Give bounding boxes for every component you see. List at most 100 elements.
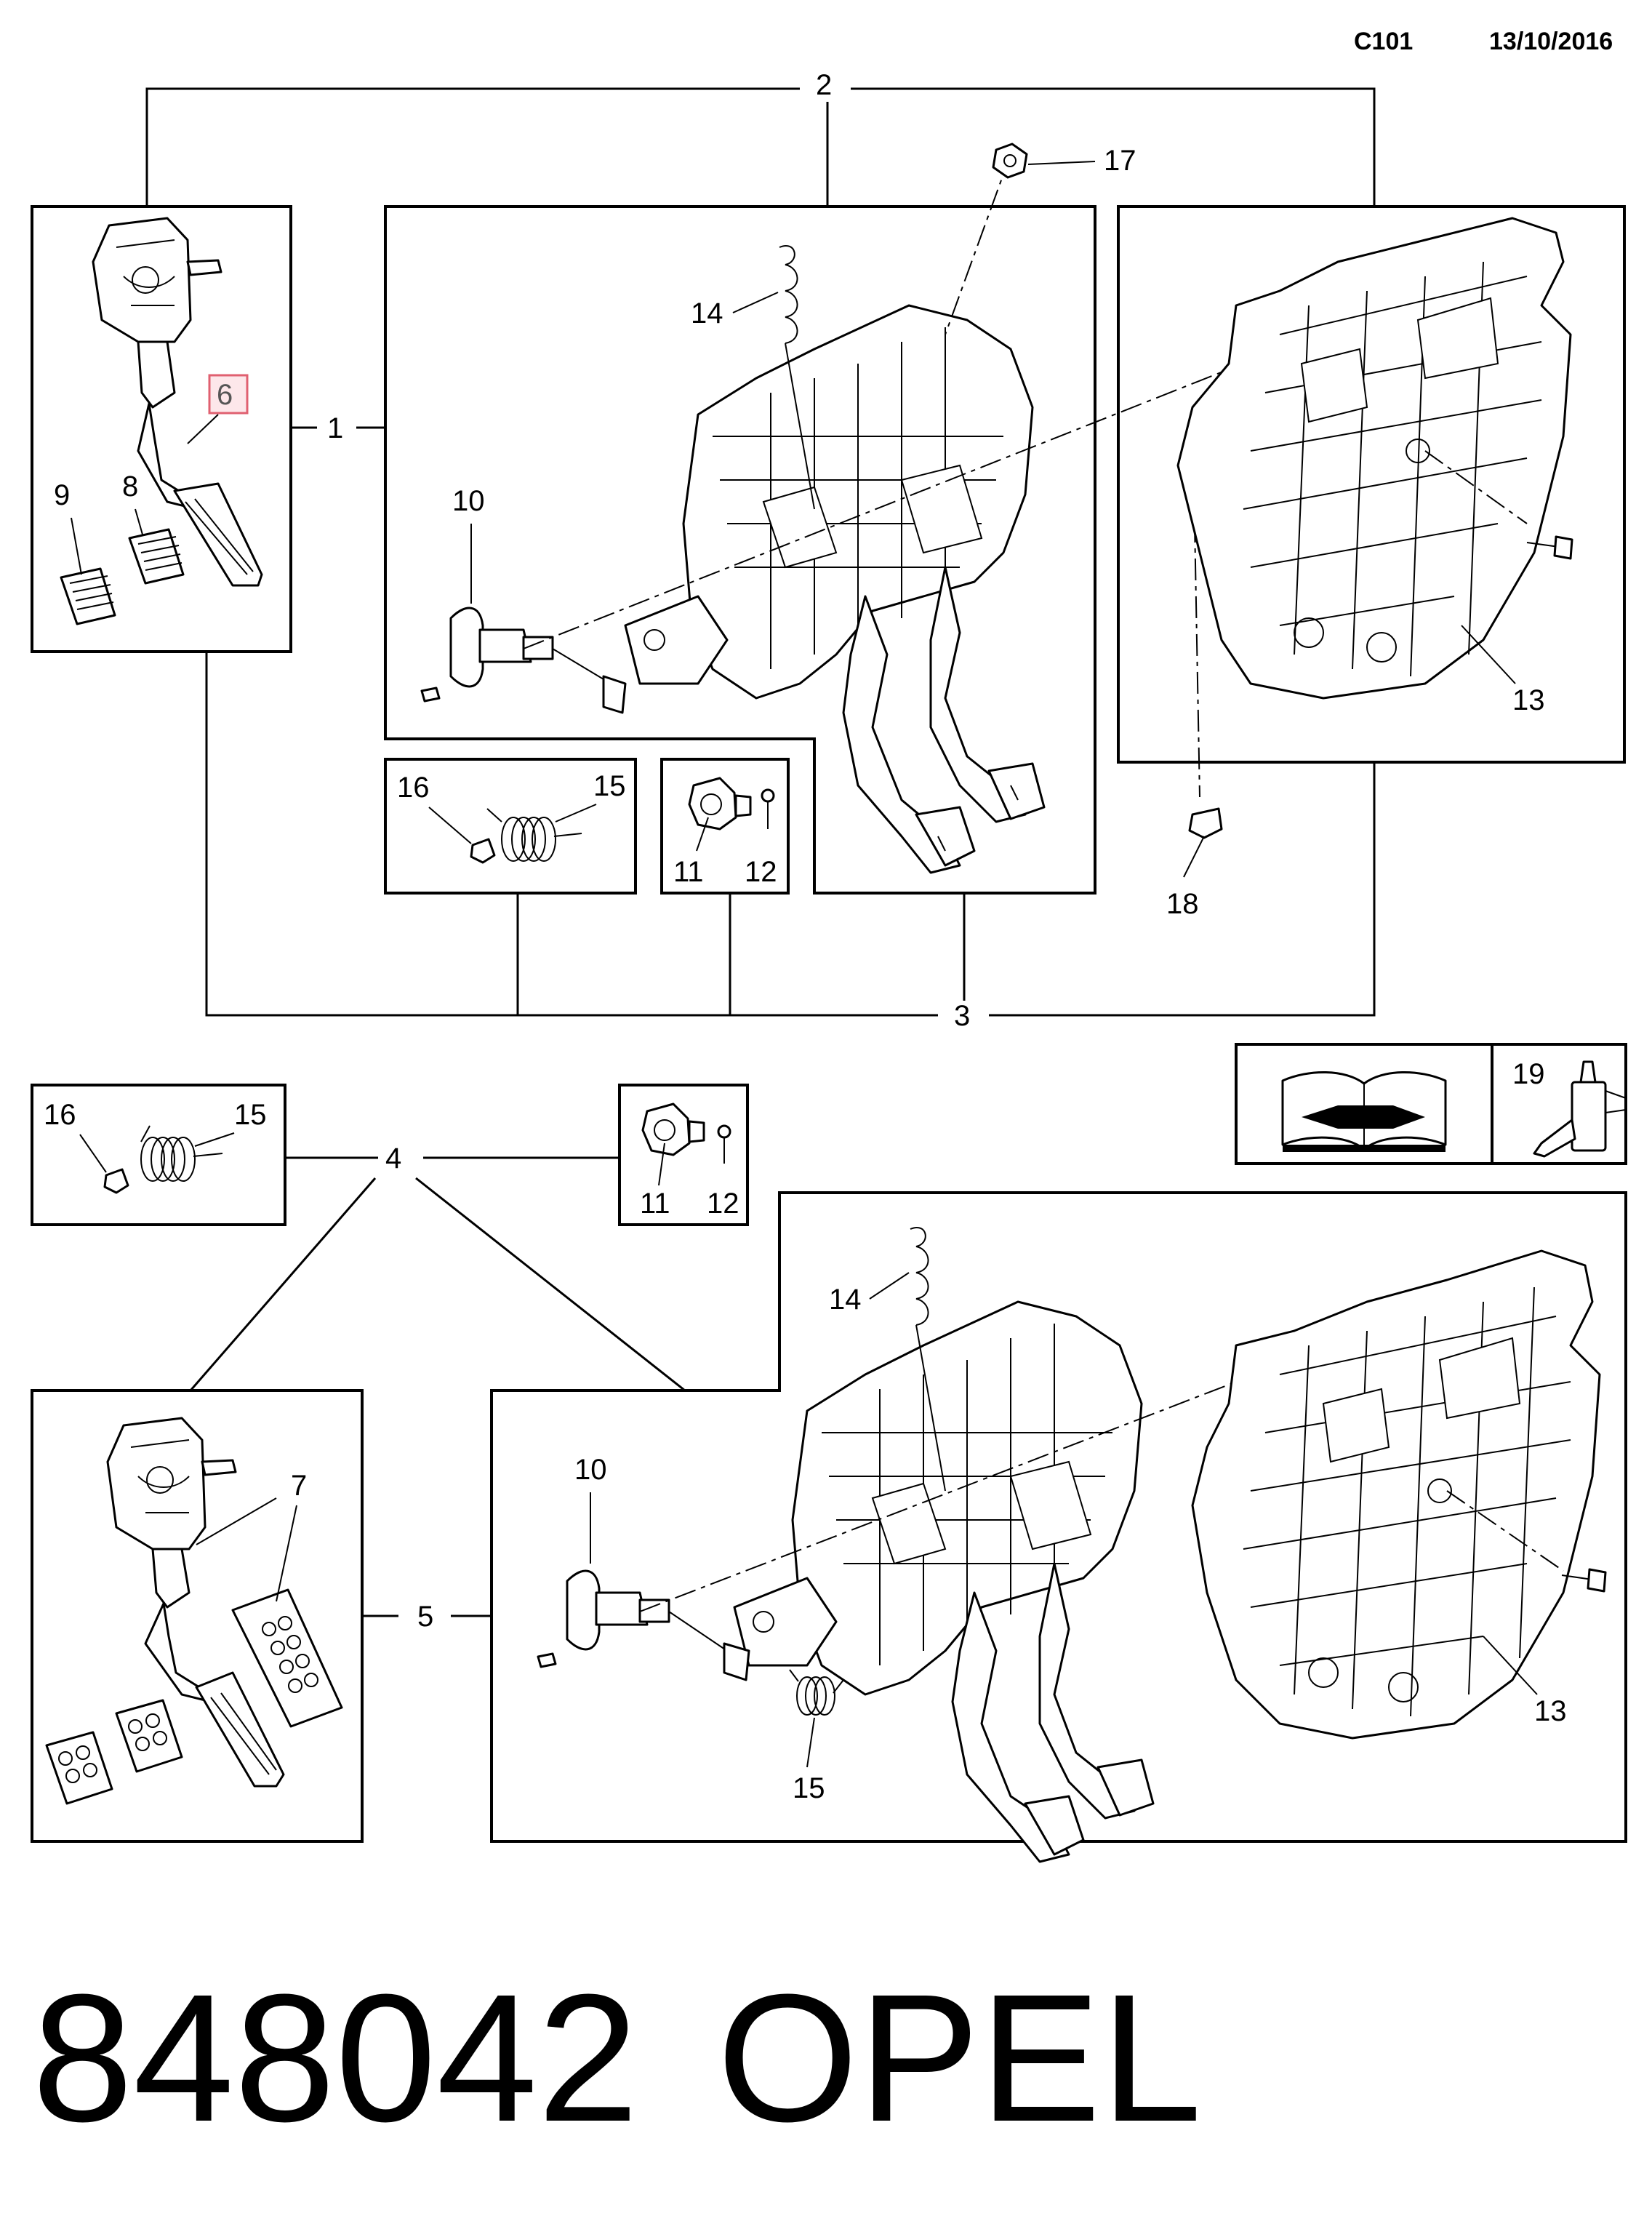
leader-18 [1183,836,1205,878]
bracket-4-down-right [415,1177,686,1392]
pedal-bracket-assembly-lower [733,1300,1155,1863]
callout-16-upper: 16 [397,772,430,804]
brake-pedal-pad-lower [231,1588,343,1728]
callout-2: 2 [816,69,832,101]
callout-16-lower: 16 [44,1099,76,1131]
leader-16-upper [428,807,472,844]
box-pedal-cover-upper [1117,205,1626,764]
callout-10-lower: 10 [574,1454,607,1486]
clip-16-lower [103,1168,129,1194]
leader-13-upper [1461,625,1516,684]
return-spring-15-lower [140,1125,223,1182]
callout-15-lower: 15 [234,1099,267,1131]
return-spring-lower [910,1227,946,1492]
screw-lower [1561,1568,1607,1593]
box-notes-panel [1235,1043,1627,1165]
leader-15-upper [555,804,597,823]
clutch-pedal-pad-lower [45,1699,183,1805]
pedal-bracket-assembly-upper [624,304,1046,874]
nut-17 [992,143,1028,179]
callout-14-upper: 14 [691,297,723,329]
accelerator-pedal-lower [106,1417,285,1788]
leader-9 [71,517,82,575]
screw-12-upper [761,788,775,829]
bracket-2-left [145,87,800,207]
stop-light-switch-lower [641,1103,705,1156]
box-accelerator-pedal-upper [31,205,292,653]
callout-5: 5 [417,1601,433,1633]
leader-14-lower [869,1272,910,1300]
callout-10-upper: 10 [452,485,485,517]
callout-8: 8 [122,471,138,503]
leader-17 [1027,161,1096,165]
box-spring-kit-lower [31,1084,286,1226]
box-switch-kit-upper [660,758,790,895]
adhesive-tube-icon [1533,1060,1627,1158]
leader-11-upper [696,817,709,852]
clip-axis-upper [1192,407,1200,798]
callout-7: 7 [291,1470,307,1502]
leader-16-lower [79,1134,107,1173]
clip-18 [1188,807,1223,839]
callout-1: 1 [327,412,343,444]
stop-light-switch-upper [688,777,752,831]
callout-17: 17 [1104,145,1136,177]
callout-13-lower: 13 [1534,1695,1567,1727]
return-spring-15-lower-main [789,1669,844,1716]
bracket-4-down-left [189,1177,377,1391]
diagram-code: C101 [1354,28,1413,55]
clutch-master-cylinder-upper [420,607,627,714]
callout-11-lower: 11 [640,1188,670,1220]
diagram-date: 13/10/2016 [1489,28,1613,55]
screw-upper [1526,535,1573,560]
leader-14-upper [732,292,779,313]
callout-6-highlight-box [208,374,249,415]
pedal-box-cover-lower [1191,1249,1601,1740]
brake-pedal-pad-upper [128,528,185,585]
callout-14-lower: 14 [829,1284,862,1316]
assembly-axis-upper [523,348,1280,649]
return-spring-15-upper [486,808,582,862]
pedal-box-cover-upper [1176,217,1572,700]
nut-axis-upper [945,153,1011,335]
callout-3: 3 [954,1000,970,1032]
callout-9: 9 [54,479,70,511]
leader-13-lower [1483,1636,1538,1695]
screw-axis-upper [1424,450,1528,524]
screw-axis-lower [1446,1490,1564,1572]
callout-4: 4 [385,1142,401,1174]
callout-12-lower: 12 [707,1188,739,1220]
part-number: 848042 [32,1956,638,2159]
box-pedal-bracket-upper [384,205,1096,895]
callout-6: 6 [217,379,233,411]
box-switch-kit-lower [618,1084,749,1226]
screw-12-lower [717,1124,731,1164]
workshop-manual-icon [1281,1071,1447,1152]
callout-12-upper: 12 [745,856,777,888]
return-spring-upper [779,245,815,510]
callout-15-lower-main: 15 [793,1772,825,1804]
bracket-3-right [989,762,1376,1017]
leader-11-lower [658,1142,665,1186]
leader-7-pad [276,1505,297,1602]
leader-8 [135,508,143,535]
brand-name: OPEL [717,1956,1202,2159]
callout-13-upper: 13 [1512,684,1545,716]
callout-19: 19 [1512,1058,1545,1090]
bracket-3-left [205,652,938,1017]
bracket-2-right [851,87,1376,207]
box-spring-kit-upper [384,758,637,895]
callout-15-upper: 15 [593,770,626,802]
leader-6 [187,414,219,444]
callout-11-upper: 11 [673,856,704,888]
accelerator-pedal-upper [92,217,263,587]
leader-15-lower [194,1132,235,1147]
leader-15-lower-main [806,1717,815,1768]
callout-18: 18 [1166,888,1199,920]
leader-7-pedal [196,1497,277,1545]
clutch-pedal-pad-upper [60,567,116,625]
clip-16-upper [470,838,496,864]
clutch-master-cylinder-lower [537,1569,750,1681]
box-pedal-bracket-lower [490,1191,1627,1843]
